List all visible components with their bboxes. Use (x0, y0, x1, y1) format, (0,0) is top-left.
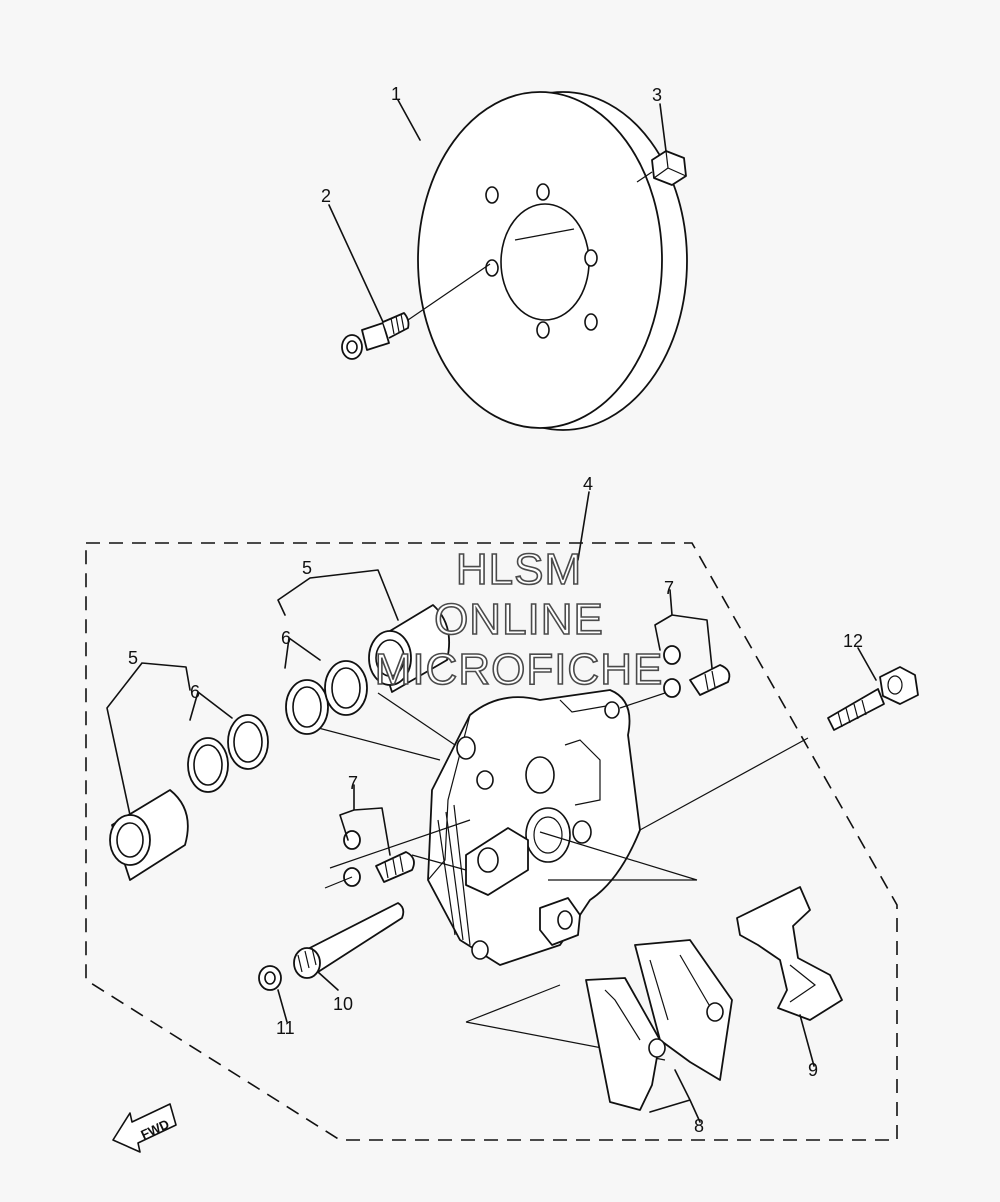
callout-1: 1 (391, 84, 401, 104)
fwd-direction-marker: FWD (112, 1103, 177, 1153)
callout-8: 8 (694, 1116, 704, 1136)
callout-2: 2 (321, 186, 331, 206)
caliper-assembly-boundary (85, 542, 898, 1141)
callout-7-lower: 7 (348, 773, 358, 793)
watermark-line-3: MICROFICHE (375, 645, 664, 694)
bleed-screw-lower[interactable] (324, 830, 415, 889)
callout-leaders (106, 99, 877, 1123)
callout-4: 4 (583, 474, 593, 494)
watermark-line-1: HLSM (456, 545, 582, 594)
brake-pads[interactable] (585, 939, 733, 1111)
callout-6-upper: 6 (281, 628, 291, 648)
leader-lines (287, 687, 809, 1061)
piston-seals-upper[interactable] (285, 660, 368, 735)
callout-3: 3 (652, 85, 662, 105)
callout-7-upper: 7 (664, 578, 674, 598)
brake-disc[interactable] (417, 91, 688, 431)
caliper-mounting-bolt[interactable] (827, 666, 919, 731)
callout-5-upper: 5 (302, 558, 312, 578)
pad-spring[interactable] (736, 886, 843, 1021)
disc-bolt[interactable] (341, 263, 491, 360)
piston-seals-lower[interactable] (187, 714, 269, 793)
callout-6-lower: 6 (190, 682, 200, 702)
caliper-piston-lower[interactable] (109, 789, 189, 881)
bleed-screw-upper[interactable] (663, 645, 731, 698)
watermark-line-2: ONLINE (434, 595, 604, 644)
callout-5-lower: 5 (128, 648, 138, 668)
disc-nut[interactable] (636, 150, 687, 186)
caliper-body[interactable] (427, 689, 641, 966)
callout-9: 9 (808, 1060, 818, 1080)
callout-11: 11 (276, 1018, 295, 1038)
slide-pin-plug[interactable] (258, 965, 282, 991)
arrow-forward-icon (112, 1103, 177, 1153)
slide-pin[interactable] (293, 902, 405, 979)
callout-10: 10 (333, 994, 353, 1014)
watermark: HLSM ONLINE MICROFICHE (374, 544, 664, 695)
caliper-piston-upper[interactable] (368, 604, 451, 693)
callout-12: 12 (843, 631, 863, 651)
